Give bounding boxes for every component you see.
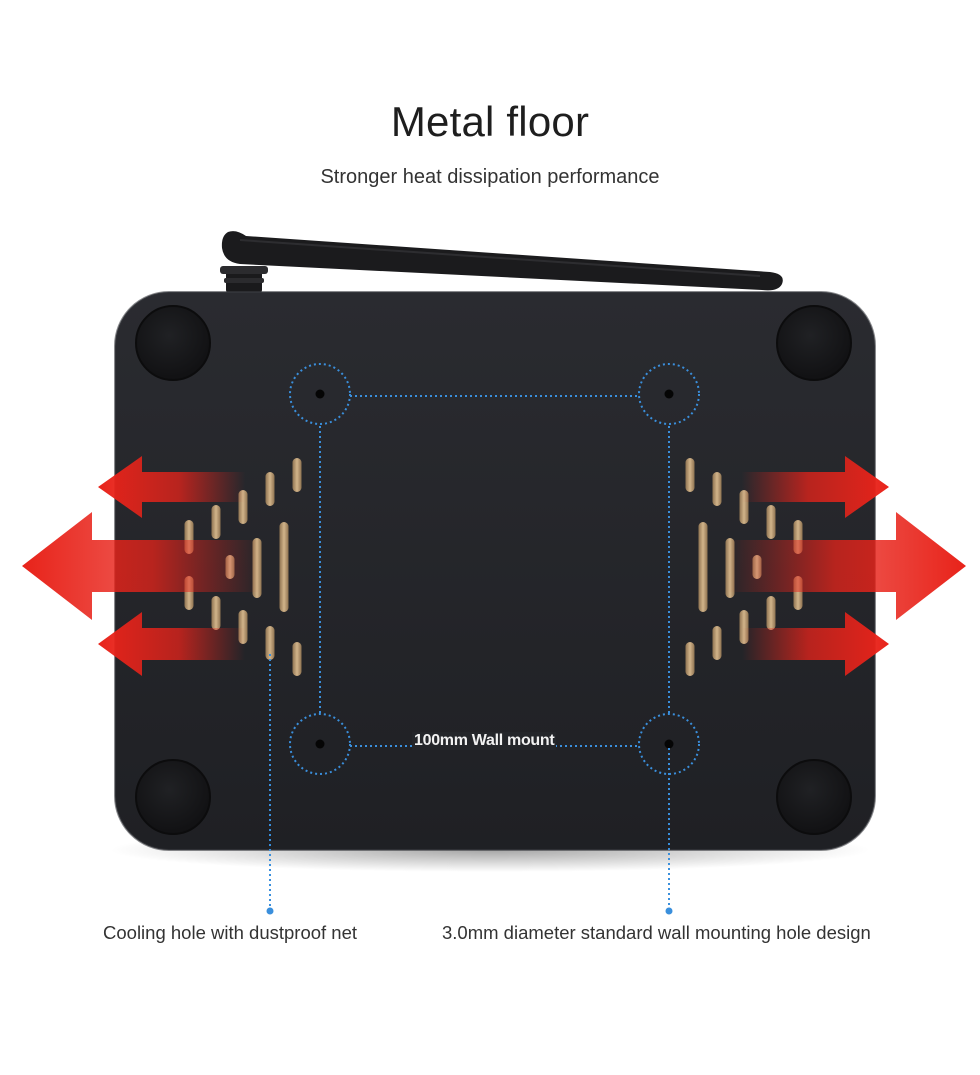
foot-bottom-right	[776, 759, 852, 835]
mount-hole-bl	[315, 739, 325, 749]
foot-top-left	[135, 305, 211, 381]
vent-slot	[685, 642, 695, 676]
arrow-left-top	[98, 456, 245, 518]
vent-slot	[292, 642, 302, 676]
antenna	[220, 231, 783, 294]
arrow-left-middle	[22, 512, 260, 620]
vent-slot	[685, 458, 695, 492]
heat-arrows-right	[728, 456, 966, 676]
cooling-hole-caption: Cooling hole with dustproof net	[103, 922, 358, 943]
foot-bottom-left	[135, 759, 211, 835]
page-subtitle: Stronger heat dissipation performance	[320, 166, 660, 188]
arrow-left-bottom	[98, 612, 245, 676]
vent-slot	[211, 505, 221, 539]
vent-slot	[712, 472, 722, 506]
callout-cooling	[266, 654, 274, 915]
wall-mount-label: 100mm Wall mount	[412, 732, 557, 750]
page-title: Metal floor	[390, 98, 590, 145]
device-body	[115, 292, 875, 850]
mounting-hole-caption: 3.0mm diameter standard wall mounting ho…	[442, 922, 871, 943]
arrow-right-bottom	[742, 612, 889, 676]
mount-hole-tl	[315, 389, 325, 399]
foot-top-right	[776, 305, 852, 381]
mount-hole-ring-tl	[289, 363, 351, 425]
vent-slot	[698, 522, 708, 612]
mount-hole-tr	[664, 389, 674, 399]
mount-hole-ring-br	[638, 713, 700, 775]
vent-slot	[265, 472, 275, 506]
mount-hole-ring-tr	[638, 363, 700, 425]
rubber-feet	[135, 305, 852, 835]
heat-arrows-left	[22, 456, 260, 676]
mount-hole-br	[664, 739, 674, 749]
vent-slot	[766, 505, 776, 539]
arrow-right-middle	[728, 512, 966, 620]
vent-slot	[279, 522, 289, 612]
callout-mounting	[665, 748, 673, 915]
vent-slot	[265, 626, 275, 660]
vent-slot	[766, 596, 776, 630]
vent-slot	[292, 458, 302, 492]
vent-slot	[712, 626, 722, 660]
mount-hole-ring-bl	[289, 713, 351, 775]
arrow-right-top	[742, 456, 889, 518]
mount-holes	[315, 389, 674, 749]
vent-slot	[211, 596, 221, 630]
